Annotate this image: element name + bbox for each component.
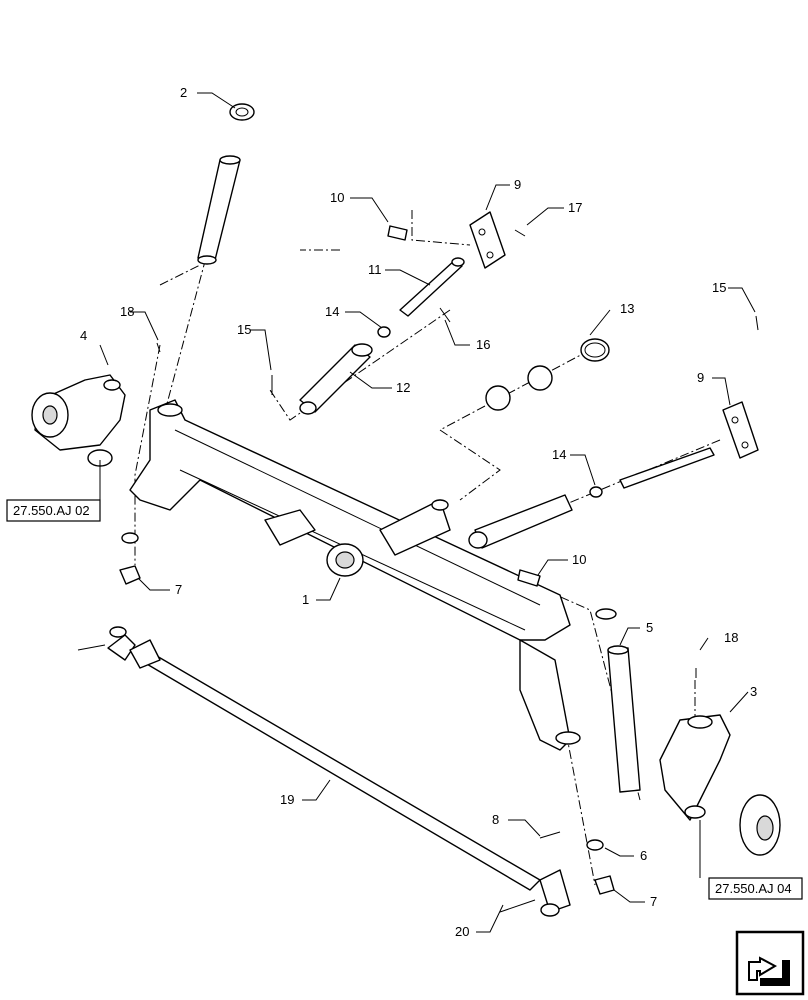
tie-rod [77,626,571,917]
washer-left [121,532,139,544]
callout-11: 11 [368,262,382,277]
pin-5 [595,608,641,793]
pin-18-left [156,342,161,353]
pin-10-top [387,225,408,241]
callout-4: 4 [80,328,87,343]
callout-6: 6 [640,848,647,863]
callout-7-left: 7 [175,582,182,597]
callout-17: 17 [568,200,582,215]
washer-6 [586,839,604,851]
callout-10-top: 10 [330,190,344,205]
pin-15-right [755,315,759,331]
callout-3: 3 [750,684,757,699]
cylinder-right [468,447,715,549]
callout-19: 19 [280,792,294,807]
reference-right-label: 27.550.AJ 04 [715,881,792,896]
callouts: 2 10 9 17 11 14 13 18 4 15 12 16 15 9 14… [80,85,757,939]
callout-10-bottom: 10 [572,552,586,567]
callout-12: 12 [396,380,410,395]
knuckle-right [659,714,781,856]
bracket-9-right [722,401,759,459]
nut-7-right [594,875,615,895]
leaders [99,92,756,933]
reference-left-label: 27.550.AJ 02 [13,503,90,518]
reference-right[interactable]: 27.550.AJ 04 [708,877,803,900]
knuckle-left [31,374,126,467]
callout-18-right: 18 [724,630,738,645]
nut-7-left [119,565,141,585]
shaft-2 [197,103,255,265]
callout-15-right: 15 [712,280,726,295]
cylinder-12 [299,257,465,415]
callout-2: 2 [180,85,187,100]
callout-1: 1 [302,592,309,607]
callout-15-left: 15 [237,322,251,337]
pin-10-bottom [517,569,541,587]
callout-13: 13 [620,301,634,316]
callout-14-right: 14 [552,447,566,462]
pin-8 [539,831,561,839]
callout-9-right: 9 [697,370,704,385]
bracket-9-top [469,211,506,269]
callout-7-right: 7 [650,894,657,909]
callout-5: 5 [646,620,653,635]
callout-9-top: 9 [514,177,521,192]
rings-13 [485,338,610,411]
axle-beam [129,399,581,751]
callout-18-left: 18 [120,304,134,319]
callout-16: 16 [476,337,490,352]
bolt-17 [514,229,526,237]
page-arrow-icon[interactable] [735,930,805,996]
callout-20: 20 [455,924,469,939]
callout-14-top: 14 [325,304,339,319]
callout-8: 8 [492,812,499,827]
reference-left[interactable]: 27.550.AJ 02 [6,499,101,522]
bolt-16 [439,307,451,323]
